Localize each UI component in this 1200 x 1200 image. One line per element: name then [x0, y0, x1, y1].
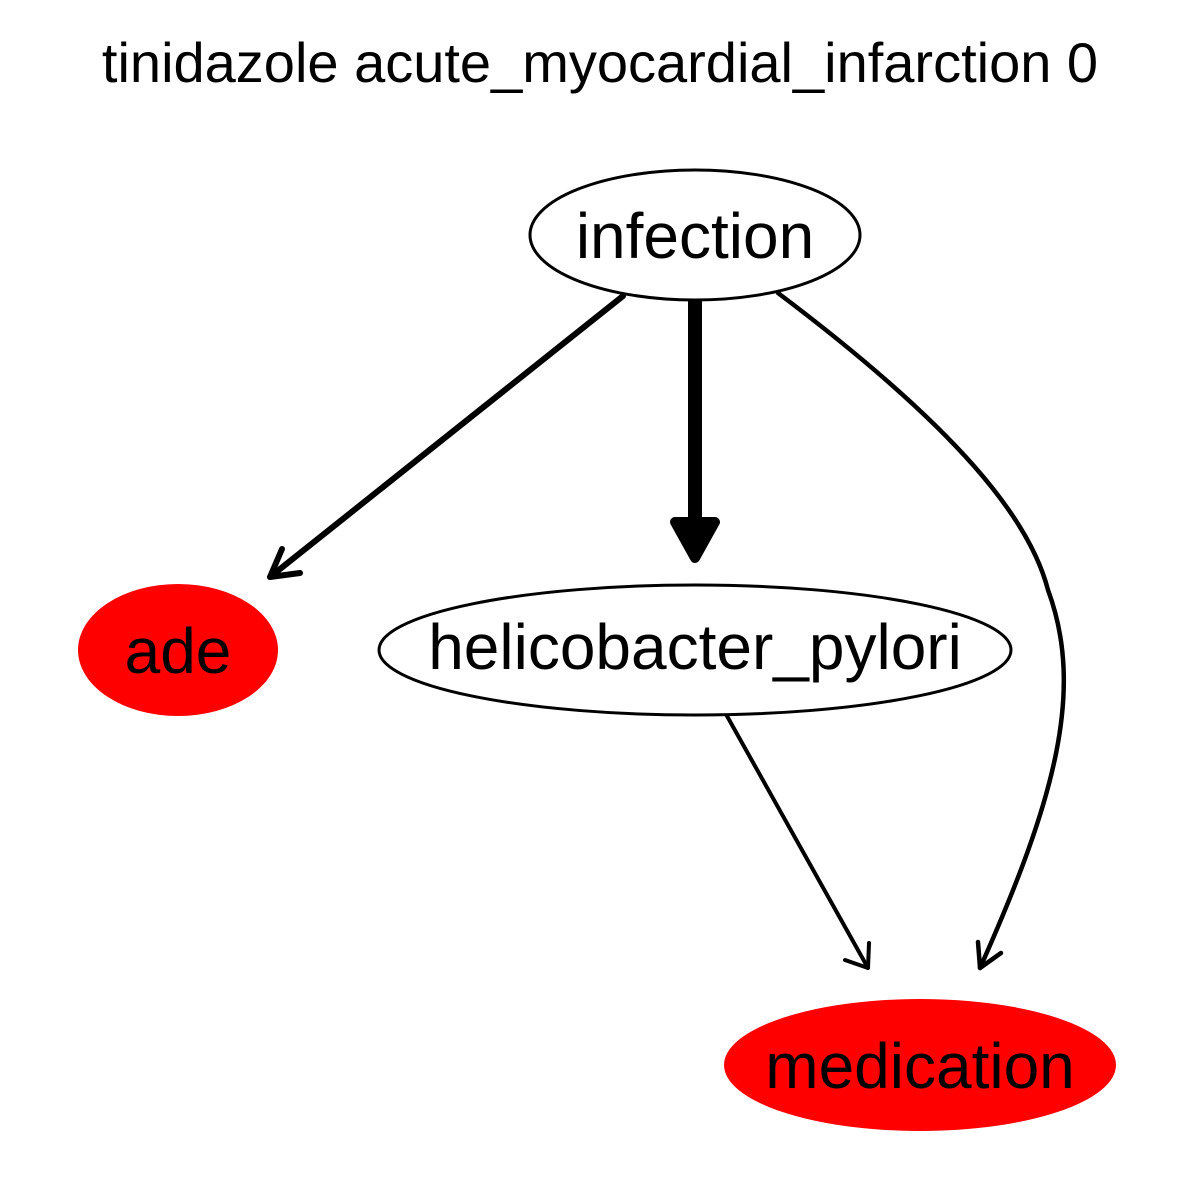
node-medication-label: medication	[765, 1030, 1075, 1102]
edge-helicobacter-pylori-to-medication	[725, 714, 871, 970]
edge-infection-to-helicobacter-pylori	[670, 295, 720, 563]
node-medication: medication	[724, 999, 1116, 1131]
node-ade-label: ade	[125, 615, 232, 687]
edge-infection-to-ade	[267, 293, 626, 580]
node-infection-label: infection	[576, 200, 814, 272]
node-ade: ade	[78, 584, 278, 716]
edge-infection-to-medication	[775, 290, 1067, 971]
node-helicobacter-pylori: helicobacter_pylori	[377, 583, 1013, 717]
node-helicobacter-pylori-label: helicobacter_pylori	[428, 611, 962, 683]
node-infection-shape	[528, 168, 862, 302]
node-medication-shape	[724, 999, 1116, 1131]
edges	[267, 290, 1067, 971]
node-ade-shape	[78, 584, 278, 716]
node-infection: infection	[528, 168, 862, 302]
diagram-title: tinidazole acute_myocardial_infarction 0	[102, 31, 1098, 94]
node-helicobacter-pylori-shape	[377, 583, 1013, 717]
